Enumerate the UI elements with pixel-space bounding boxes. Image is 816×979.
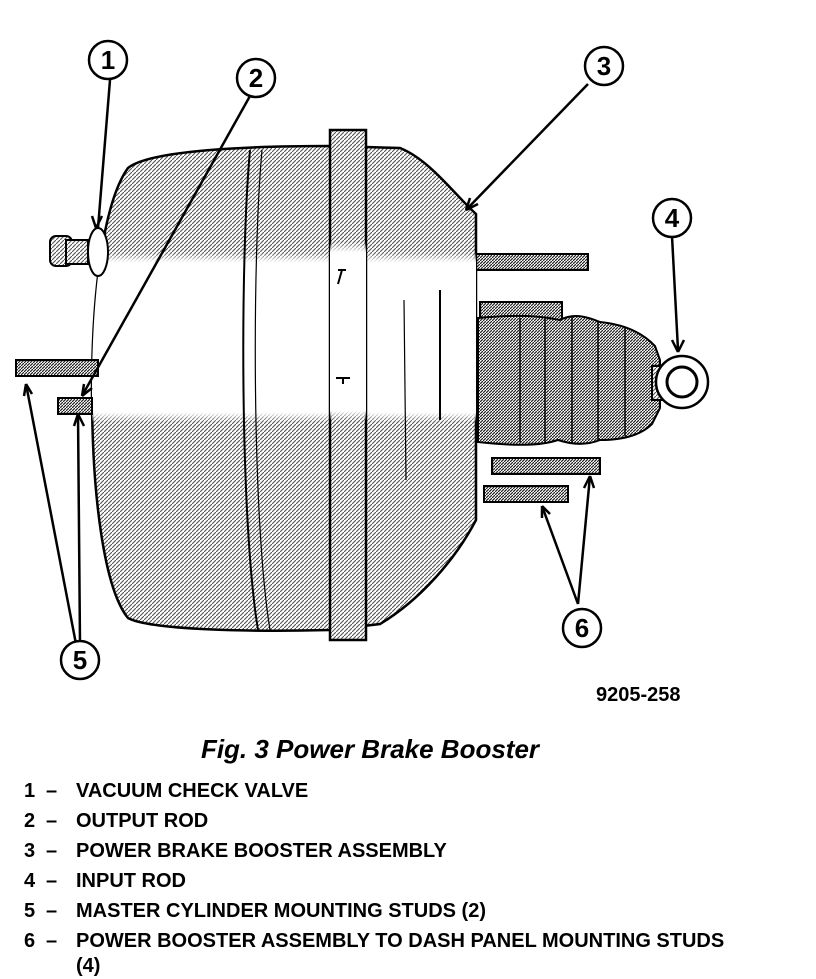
input-rod-eyelet: [651, 354, 710, 410]
vacuum-check-valve: [49, 227, 109, 277]
legend-item: 6 – POWER BOOSTER ASSEMBLY TO DASH PANEL…: [24, 926, 736, 979]
legend-text: INPUT ROD: [76, 870, 186, 892]
legend-item: 3 – POWER BRAKE BOOSTER ASSEMBLY: [24, 836, 736, 866]
svg-text:6: 6: [575, 613, 589, 643]
legend-number: 2: [24, 810, 36, 832]
legend-text: POWER BRAKE BOOSTER ASSEMBLY: [76, 840, 447, 862]
callout-5: 5: [59, 639, 101, 681]
legend-dash: –: [46, 930, 58, 952]
legend-number: 6: [24, 930, 36, 952]
callout-3: 3: [583, 45, 625, 87]
leader-lines: [22, 79, 686, 645]
callout-1: 1: [87, 39, 129, 81]
legend-text: POWER BOOSTER ASSEMBLY TO DASH PANEL MOU…: [76, 930, 725, 977]
booster-housing: [90, 128, 478, 642]
legend-text: MASTER CYLINDER MOUNTING STUDS (2): [76, 900, 486, 922]
svg-text:3: 3: [597, 51, 611, 81]
legend-item: 1 – VACUUM CHECK VALVE: [24, 776, 736, 806]
legend-number: 4: [24, 870, 36, 892]
legend-text: VACUUM CHECK VALVE: [76, 780, 309, 802]
svg-text:4: 4: [665, 203, 680, 233]
legend-dash: –: [46, 840, 58, 862]
legend-number: 3: [24, 840, 36, 862]
callout-2: 2: [235, 57, 277, 99]
master-cylinder-mounting-studs: [15, 359, 99, 415]
legend-dash: –: [46, 870, 58, 892]
svg-text:5: 5: [73, 645, 87, 675]
legend-item: 5 – MASTER CYLINDER MOUNTING STUDS (2): [24, 896, 736, 926]
legend-text: OUTPUT ROD: [76, 810, 209, 832]
legend-dash: –: [46, 810, 58, 832]
figure-caption: Fig. 3 Power Brake Booster: [200, 734, 540, 764]
callout-4: 4: [651, 197, 693, 239]
brake-booster-illustration: 1 2 3 4 5 6: [15, 39, 710, 681]
legend-number: 5: [24, 900, 36, 922]
svg-text:1: 1: [101, 45, 115, 75]
figure-id: 9205-258: [596, 684, 681, 706]
legend-item: 4 – INPUT ROD: [24, 866, 736, 896]
input-rod-boot: [477, 314, 661, 446]
legend-dash: –: [46, 780, 58, 802]
callout-6: 6: [561, 607, 603, 649]
legend-list: 1 – VACUUM CHECK VALVE 2 – OUTPUT ROD 3 …: [24, 776, 736, 979]
legend-number: 1: [24, 780, 36, 802]
legend-dash: –: [46, 900, 58, 922]
legend-item: 2 – OUTPUT ROD: [24, 806, 736, 836]
svg-text:2: 2: [249, 63, 263, 93]
